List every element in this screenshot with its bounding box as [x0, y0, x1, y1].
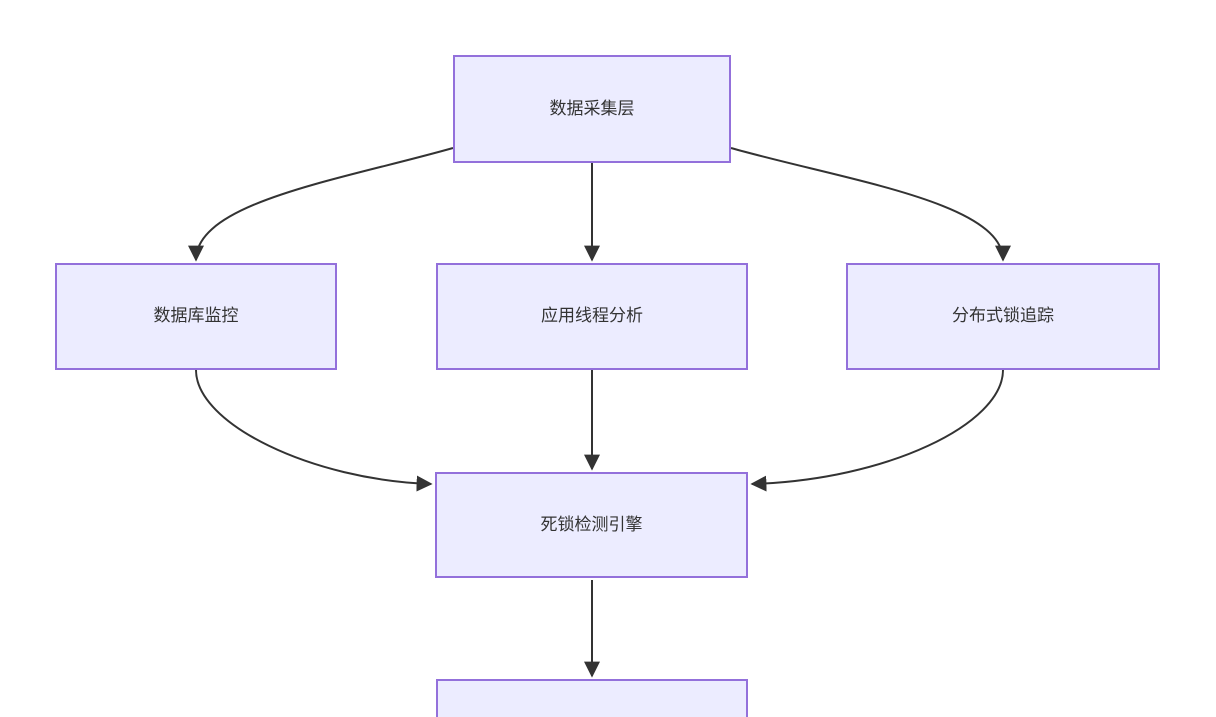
node-label: 数据采集层 — [549, 98, 635, 118]
node-deadlock-detection-engine: 死锁检测引擎 — [435, 472, 748, 578]
edge-dist-to-engine — [750, 369, 1004, 492]
edge-db-to-engine — [195, 369, 433, 492]
node-data-collection-layer: 数据采集层 — [453, 55, 731, 163]
node-app-thread-analysis: 应用线程分析 — [436, 263, 748, 370]
node-database-monitoring: 数据库监控 — [55, 263, 337, 370]
edge-collect-to-dist — [730, 147, 1011, 262]
node-label: 应用线程分析 — [541, 306, 643, 326]
node-label: 死锁检测引擎 — [540, 514, 643, 534]
node-distributed-lock-tracing: 分布式锁追踪 — [846, 263, 1160, 370]
node-output-partial — [436, 679, 748, 717]
node-label: 分布式锁追踪 — [952, 306, 1054, 326]
edge-collect-to-db — [188, 147, 454, 262]
node-label: 数据库监控 — [153, 306, 239, 326]
